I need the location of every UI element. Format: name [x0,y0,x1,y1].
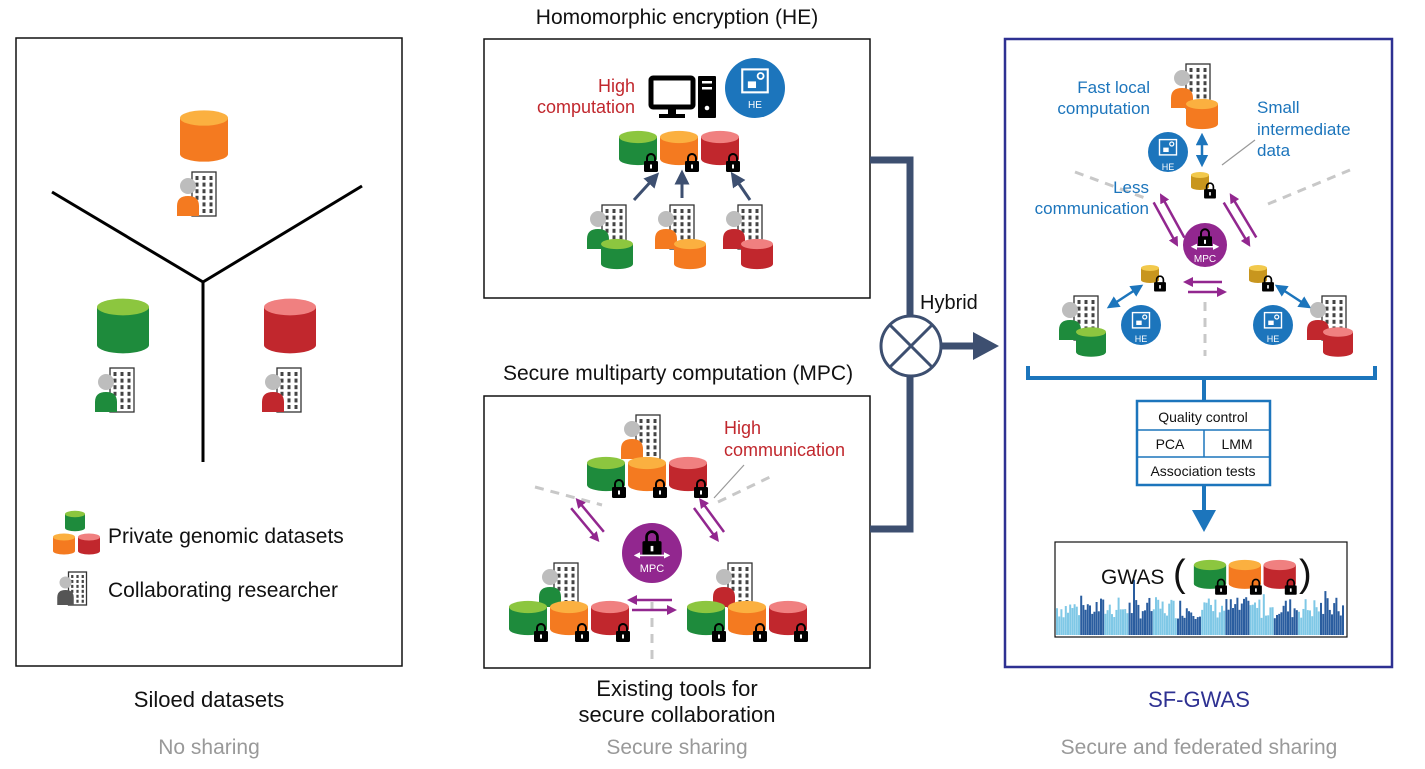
gwas-results-panel: GWAS ( ) [1054,541,1348,638]
existing-tools-caption: Secure sharing [606,736,747,759]
mpc-badge-icon [622,523,682,583]
red-dataset-cylinder [1323,327,1353,357]
quality-control-step: Quality control [1158,409,1247,425]
mpc-exchange-arrows [570,497,726,615]
sfgwas-panel: Fast local computation Small intermediat… [1003,37,1394,669]
he-panel-title: Homomorphic encryption (HE) [536,6,818,29]
he-badge-icon [1121,305,1161,345]
green-researcher-icon [587,204,633,270]
intermediate-data-icon [1249,265,1274,292]
sf-he-left-label: HE [1135,334,1148,344]
orange-dataset-cylinder [180,110,228,162]
encrypted-datasets-group [509,600,630,642]
datasets-legend-icon [53,510,100,555]
mpc-annotation-leader [713,464,745,499]
gwas-open-paren: ( [1173,553,1186,595]
gwas-close-paren: ) [1299,553,1312,595]
gwas-label: GWAS [1101,566,1164,589]
orange-researcher-icon [177,171,217,217]
right-local-arrow [1274,284,1312,309]
aggregation-bracket [1026,366,1377,380]
sfgwas-dashed-dividers [1074,168,1351,356]
left-local-arrow [1106,284,1144,309]
green-researcher-icon [95,367,135,413]
association-tests-step: Association tests [1150,463,1255,479]
encrypted-datasets-group [619,130,740,172]
he-panel: High computation HE [483,38,871,299]
sfgwas-title: SF-GWAS [1148,687,1250,712]
silo-dividers [51,184,363,462]
siloed-panel: Private genomic datasets Collaborating r… [15,37,403,667]
researcher-legend-icon [57,571,88,606]
sfgwas-caption: Secure and federated sharing [1061,736,1338,759]
pca-step: PCA [1156,436,1185,452]
legend-datasets-label: Private genomic datasets [108,525,344,548]
intermediate-data-icon [1191,172,1216,199]
red-dataset-cylinder [264,298,316,354]
mpc-dashed-dividers [534,475,771,660]
manhattan-plot-icon [1056,579,1344,635]
analysis-pipeline-box: Quality control PCA LMM Association test… [1135,399,1272,487]
green-dataset-cylinder [97,298,149,354]
less-communication-line1: Less [1113,178,1149,197]
mpc-badge-icon [1183,223,1227,267]
mpc-badge-label: MPC [640,563,665,575]
computer-icon [648,75,716,118]
green-dataset-cylinder [1076,327,1106,357]
small-intermediate-line3: data [1257,141,1291,160]
hybrid-label: Hybrid [920,292,978,314]
red-researcher-icon [723,204,773,270]
sf-he-right-label: HE [1267,334,1280,344]
existing-tools-title-line1: Existing tools for [596,676,757,701]
fast-local-line2: computation [1057,99,1150,118]
mpc-panel: High communication MPC [483,395,871,669]
red-researcher-icon [262,367,302,413]
sf-mpc-label: MPC [1194,254,1216,265]
intermediate-data-icon [1141,265,1166,292]
sf-he-top-label: HE [1162,162,1175,172]
he-badge-icon [1253,305,1293,345]
he-annotation-line1: High [598,76,635,96]
he-badge-icon [725,58,785,118]
orange-dataset-cylinder [1186,98,1218,130]
less-communication-line2: communication [1035,199,1149,218]
he-badge-label: HE [748,100,762,111]
mpc-annotation-line2: communication [724,440,845,460]
siloed-title: Siloed datasets [134,687,284,712]
mpc-annotation-line1: High [724,418,761,438]
lmm-step: LMM [1221,436,1252,452]
encrypted-datasets-group [587,456,708,498]
fast-local-line1: Fast local [1077,78,1150,97]
he-annotation-line2: computation [537,97,635,117]
existing-tools-title-line2: secure collaboration [579,702,776,727]
orange-researcher-icon [655,204,706,270]
small-data-leader [1221,139,1256,166]
legend-researcher-label: Collaborating researcher [108,579,338,602]
hybrid-connector [870,156,999,533]
results-arrowhead [1192,510,1216,532]
small-intermediate-line2: intermediate [1257,120,1351,139]
small-intermediate-line1: Small [1257,98,1300,117]
encrypted-datasets-group [687,600,808,642]
mpc-exchange-arrows [1152,193,1258,297]
he-badge-icon [1148,132,1188,172]
he-upload-arrows [632,169,752,202]
siloed-caption: No sharing [158,736,260,759]
encrypted-datasets-group [1193,559,1297,595]
mpc-panel-title: Secure multiparty computation (MPC) [503,362,853,385]
